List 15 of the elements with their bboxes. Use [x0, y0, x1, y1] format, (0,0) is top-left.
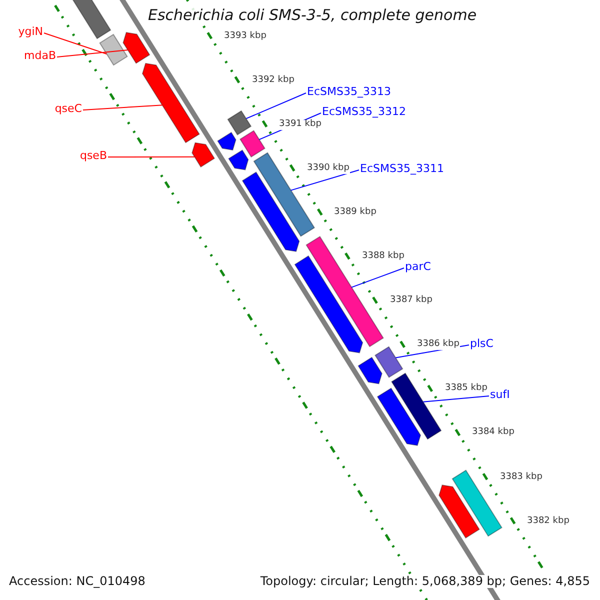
tick-label: 3390 kbp [306, 164, 350, 174]
tick-label: 3386 kbp [416, 340, 460, 350]
tick-label: 3392 kbp [251, 76, 296, 86]
tick-label: 3391 kbp [278, 120, 322, 130]
diagram-title: Escherichia coli SMS-3-5, complete genome [148, 7, 477, 24]
tick-label: 3385 kbp [444, 384, 488, 394]
footer-text: Accession: NC_010498 [9, 575, 146, 588]
tick-label: 3388 kbp [361, 252, 406, 262]
tick-label: 3383 kbp [499, 473, 544, 483]
tick-label: 3384 kbp [471, 428, 516, 438]
tick-label: 3387 kbp [389, 296, 434, 306]
tick-label: 3393 kbp [223, 32, 268, 42]
tick-label: 3389 kbp [333, 208, 378, 218]
footer-text: Topology: circular; Length: 5,068,389 bp; Genes: 4,855 [260, 575, 590, 588]
tick-label: 3382 kbp [526, 517, 570, 527]
